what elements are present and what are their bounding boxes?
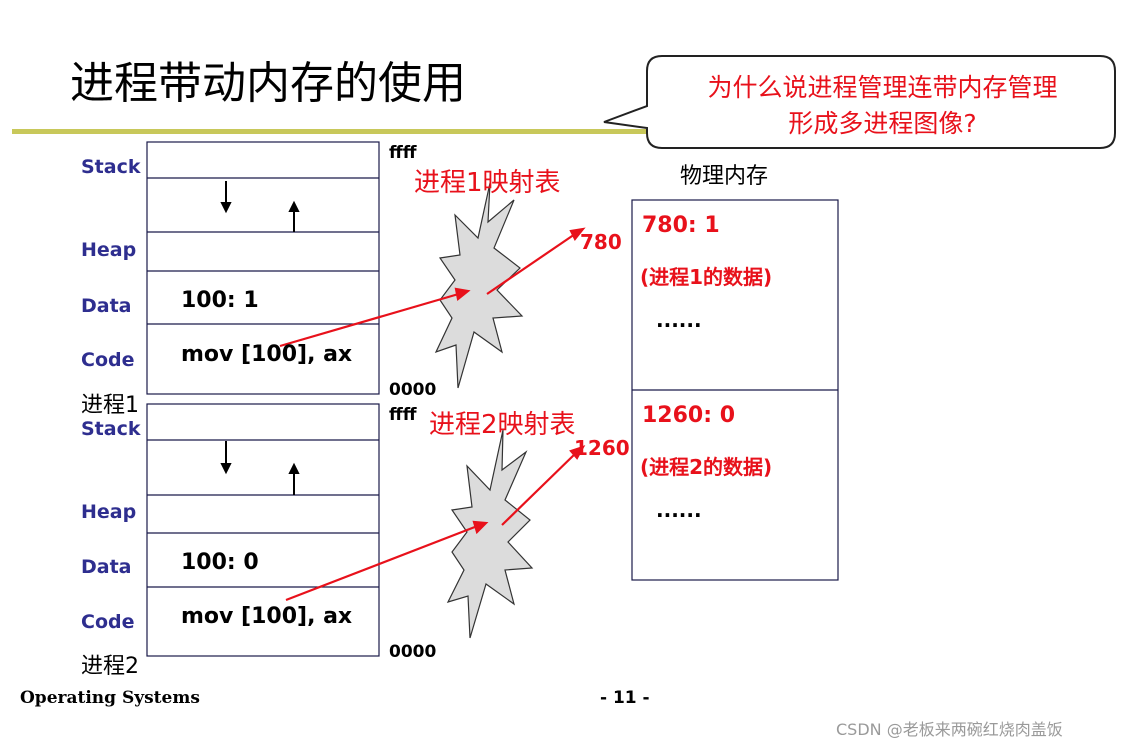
p2-addr-bottom: 0000: [389, 642, 437, 662]
phys-block1-value: 780: 1: [642, 213, 720, 238]
process2-growth-arrows: [220, 441, 300, 495]
map1-burst-shape: [434, 182, 524, 389]
physical-memory-box: [631, 199, 839, 581]
p1-addr-top: ffff: [389, 143, 417, 163]
map2-title: 进程2映射表: [429, 410, 576, 440]
footer-course-name: Operating Systems: [20, 688, 200, 708]
p2-code-cell: mov [100], ax: [181, 604, 353, 629]
p2-stack-label: Stack: [81, 418, 141, 440]
question-bubble-text: 为什么说进程管理连带内存管理 形成多进程图像?: [650, 70, 1115, 142]
p1-process-name: 进程1: [81, 393, 139, 418]
phys-block2-note: (进程2的数据): [640, 455, 773, 479]
phys-block1-dots: ......: [656, 308, 702, 332]
watermark: CSDN @老板来两碗红烧肉盖饭: [836, 720, 1063, 739]
bubble-line-1: 为什么说进程管理连带内存管理: [707, 73, 1058, 102]
p2-data-label: Data: [81, 556, 132, 578]
speech-bubble: [603, 55, 1116, 149]
title-underline: [12, 129, 672, 134]
p1-code-cell: mov [100], ax: [181, 342, 353, 367]
footer-page-number: - 11 -: [600, 688, 650, 708]
p1-stack-label: Stack: [81, 156, 141, 178]
p1-addr-bottom: 0000: [389, 380, 437, 400]
p1-code-label: Code: [81, 349, 135, 371]
phys-block1-note: (进程1的数据): [640, 265, 773, 289]
map2-target-address: 1260: [574, 436, 630, 460]
map1-target-address: 780: [580, 230, 622, 254]
p2-data-cell: 100: 0: [181, 550, 259, 575]
mapping-arrows: [279, 227, 586, 602]
physical-memory-label: 物理内存: [680, 164, 769, 189]
map2-burst-shape: [446, 429, 534, 639]
page-title: 进程带动内存的使用: [70, 58, 466, 109]
process1-memory-column: [146, 141, 380, 395]
p1-heap-label: Heap: [81, 239, 137, 261]
p1-data-cell: 100: 1: [181, 288, 259, 313]
p2-code-label: Code: [81, 611, 135, 633]
p2-addr-top: ffff: [389, 405, 417, 425]
bubble-line-2: 形成多进程图像?: [788, 109, 977, 138]
phys-block2-dots: ......: [656, 498, 702, 522]
map1-title: 进程1映射表: [414, 168, 561, 198]
p2-process-name: 进程2: [81, 654, 139, 679]
phys-block2-value: 1260: 0: [642, 403, 735, 428]
p2-heap-label: Heap: [81, 501, 137, 523]
p1-data-label: Data: [81, 295, 132, 317]
process1-growth-arrows: [220, 181, 300, 232]
process2-memory-column: [146, 403, 380, 657]
